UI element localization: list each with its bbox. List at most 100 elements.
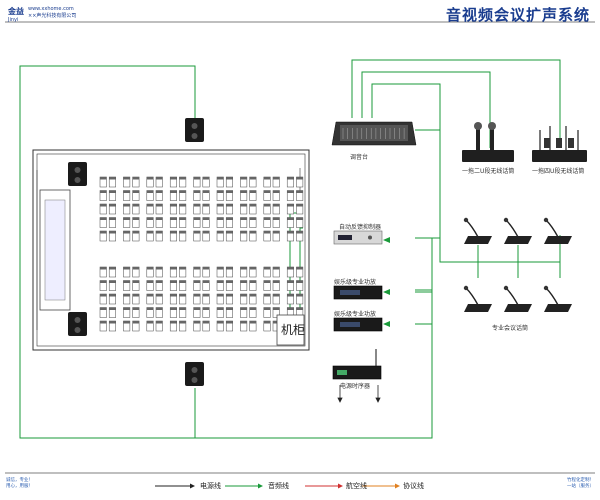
seat-back	[217, 267, 224, 270]
footer-right: 竹程化定制！ 一站（服务）	[567, 478, 594, 489]
amp-1-label: 娱乐级专业功放	[334, 279, 377, 286]
seat-back	[146, 267, 154, 270]
seat-back	[109, 280, 116, 283]
seat-back	[193, 307, 201, 310]
cabinet-label: 机柜	[281, 323, 306, 337]
seat-back	[179, 190, 186, 193]
seat-back	[226, 190, 233, 193]
seat-back	[100, 204, 107, 207]
company-logo: 金益 Jinyi	[8, 7, 24, 23]
seat-back	[109, 177, 116, 180]
seat-back	[123, 294, 130, 297]
wireless-receiver-2	[532, 126, 587, 162]
seat-back	[109, 204, 116, 207]
seat-back	[132, 307, 140, 310]
seat-back	[249, 231, 257, 234]
seat-back	[287, 204, 294, 207]
mic-head	[463, 217, 469, 223]
seat-back	[193, 280, 201, 283]
seat-back	[240, 280, 247, 283]
seat-back	[202, 307, 210, 310]
mic-head	[503, 285, 509, 291]
seat-back	[109, 267, 116, 270]
seat-back	[170, 294, 177, 297]
seat-back	[123, 217, 130, 220]
legend-lines	[155, 483, 400, 489]
mic-head	[463, 285, 469, 291]
seat-back	[132, 280, 140, 283]
seat-back	[146, 231, 154, 234]
mic-head	[543, 217, 549, 223]
mixer-console	[331, 121, 417, 146]
seat-back	[156, 307, 163, 310]
seat-back	[263, 294, 271, 297]
seat-back	[296, 231, 303, 234]
audio-arrows	[383, 129, 390, 327]
mixer-label: 调音台	[350, 154, 369, 161]
power-sequencer-label: 电源时序器	[340, 383, 371, 390]
seat-back	[263, 267, 271, 270]
mic-gooseneck	[545, 287, 559, 306]
seat-back	[226, 217, 233, 220]
conference-mic	[464, 304, 492, 312]
seat-back	[179, 321, 186, 324]
mic-gooseneck	[505, 287, 519, 306]
seat-back	[123, 321, 130, 324]
seat-back	[287, 307, 294, 310]
wireless-mic-2-label: 一拖四U段无线话筒	[532, 168, 585, 175]
seat-back	[146, 190, 154, 193]
seat-back	[132, 231, 140, 234]
seat-back	[179, 294, 186, 297]
legend-aviation: 航空线	[346, 482, 367, 490]
seat-back	[146, 294, 154, 297]
seat-back	[240, 217, 247, 220]
seat-back	[109, 294, 116, 297]
seat-back	[217, 204, 224, 207]
seat-back	[156, 294, 163, 297]
seat-back	[193, 267, 201, 270]
seat-back	[273, 231, 280, 234]
seat-back	[123, 204, 130, 207]
seat-back	[132, 267, 140, 270]
seat-back	[193, 177, 201, 180]
seat-back	[226, 307, 233, 310]
seat-back	[240, 294, 247, 297]
seat-back	[202, 177, 210, 180]
legend-protocol: 协议线	[403, 482, 424, 490]
amplifier-unit-1	[333, 285, 383, 300]
seat-back	[100, 190, 107, 193]
seat-back	[170, 307, 177, 310]
equipment-cabinet	[276, 314, 305, 346]
seat-back	[100, 217, 107, 220]
seat-back	[170, 267, 177, 270]
seat-back	[287, 177, 294, 180]
seat-back	[296, 307, 303, 310]
seat-back	[156, 321, 163, 324]
seat-back	[240, 267, 247, 270]
seat-back	[109, 217, 116, 220]
seat-back	[226, 204, 233, 207]
amplifier-unit-2	[333, 317, 383, 332]
conference-mic	[544, 304, 572, 312]
seat-back	[287, 280, 294, 283]
seat-back	[132, 294, 140, 297]
feedback-suppressor-label: 自动反馈抑制器	[339, 224, 382, 231]
seat-back	[273, 217, 280, 220]
seat-back	[146, 321, 154, 324]
seat-back	[146, 217, 154, 220]
seat-back	[226, 177, 233, 180]
seat-back	[202, 217, 210, 220]
seat-back	[100, 177, 107, 180]
seat-back	[287, 267, 294, 270]
seat-back	[217, 280, 224, 283]
seat-back	[170, 204, 177, 207]
seat-back	[296, 190, 303, 193]
seat-back	[156, 190, 163, 193]
seat-back	[202, 294, 210, 297]
seat-back	[240, 321, 247, 324]
seat-back	[193, 294, 201, 297]
seat-back	[296, 217, 303, 220]
seat-back	[146, 177, 154, 180]
seat-back	[273, 307, 280, 310]
